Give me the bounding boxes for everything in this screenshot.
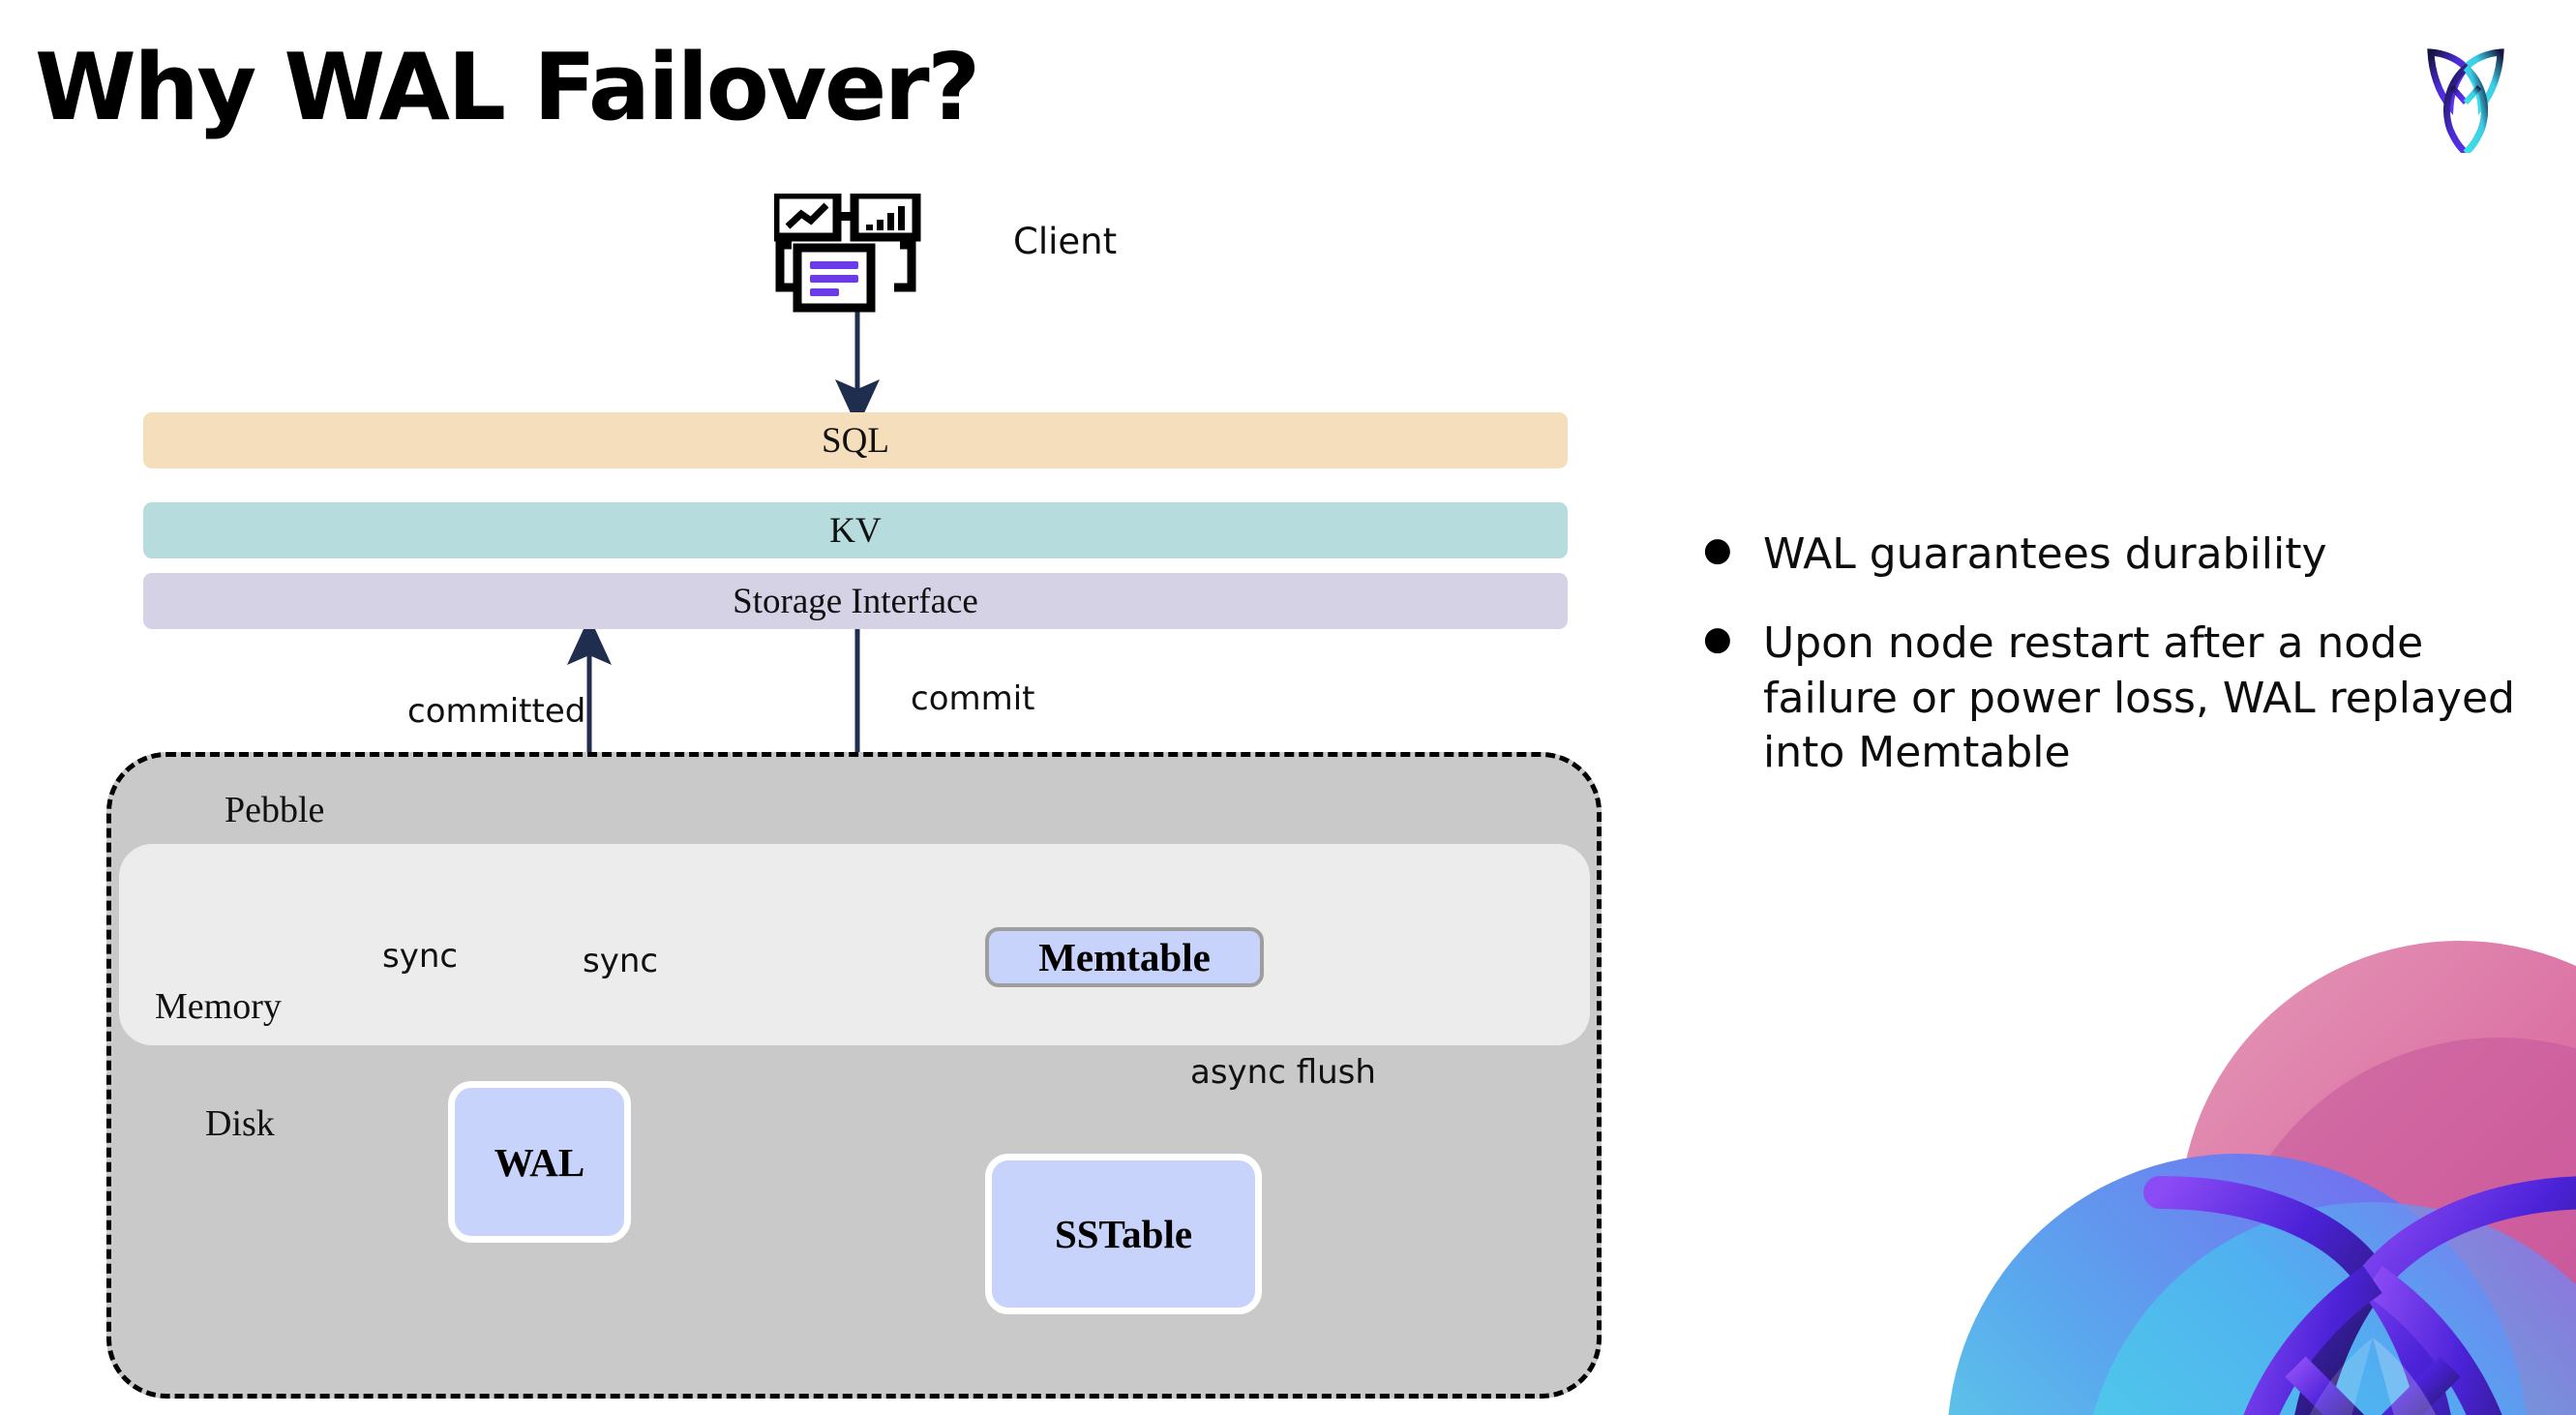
edge-label-commit: commit xyxy=(911,679,1035,718)
layer-bar-sql: SQL xyxy=(143,412,1568,468)
node-sstable: SSTable xyxy=(985,1154,1262,1314)
bullet-marker-icon: ● xyxy=(1703,530,1732,569)
list-item: ● WAL guarantees durability xyxy=(1703,527,2516,582)
edge-label-async-flush: async flush xyxy=(1190,1053,1376,1092)
client-dashboard-icon xyxy=(770,190,929,315)
node-label-wal: WAL xyxy=(494,1139,585,1185)
layer-bar-storage-interface: Storage Interface xyxy=(143,573,1568,629)
cockroach-logo-icon xyxy=(2398,27,2533,158)
cockroach-logo-watermark-icon xyxy=(1918,902,2576,1415)
bullet-marker-icon: ● xyxy=(1703,619,1732,659)
edge-label-committed: committed xyxy=(407,692,586,731)
memory-region xyxy=(119,844,1590,1045)
architecture-diagram: Client SQL KV Storage Interface Pebble M… xyxy=(106,190,1602,1399)
bullet-list: ● WAL guarantees durability ● Upon node … xyxy=(1703,527,2516,815)
layer-bar-kv: KV xyxy=(143,502,1568,558)
bullet-text: Upon node restart after a node failure o… xyxy=(1763,618,2515,777)
client-label: Client xyxy=(1013,221,1118,262)
pebble-label: Pebble xyxy=(225,790,325,830)
edge-label-sync-left: sync xyxy=(382,937,459,976)
disk-label: Disk xyxy=(205,1103,275,1144)
layer-label-sql: SQL xyxy=(822,420,889,461)
node-wal: WAL xyxy=(448,1081,631,1243)
layer-label-storage-interface: Storage Interface xyxy=(733,581,978,621)
edge-label-sync-right: sync xyxy=(583,942,659,980)
node-label-memtable: Memtable xyxy=(1038,935,1211,979)
list-item: ● Upon node restart after a node failure… xyxy=(1703,617,2516,780)
node-memtable: Memtable xyxy=(985,927,1264,987)
node-label-sstable: SSTable xyxy=(1054,1212,1193,1256)
bullet-text: WAL guarantees durability xyxy=(1763,529,2327,579)
layer-label-kv: KV xyxy=(829,510,882,551)
page-title: Why WAL Failover? xyxy=(35,35,980,141)
memory-label: Memory xyxy=(155,986,282,1027)
